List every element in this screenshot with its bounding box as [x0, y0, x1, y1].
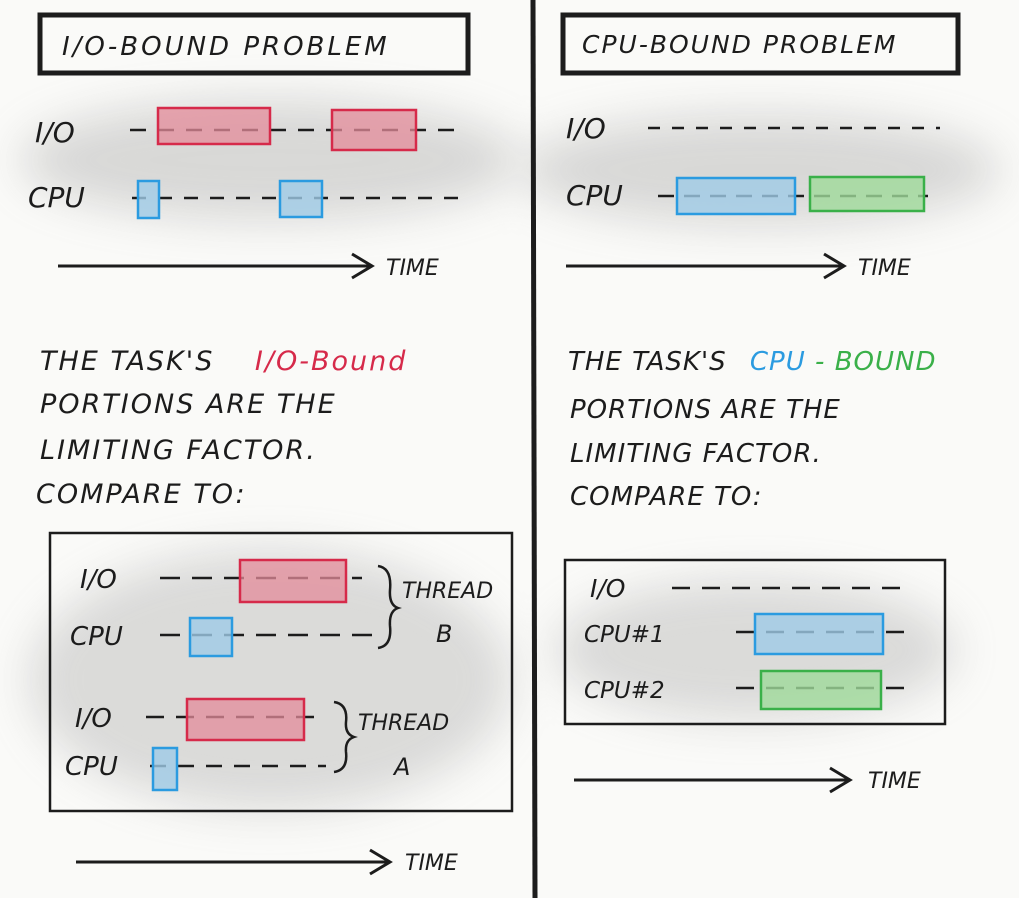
right-cpu-label: CPU	[566, 179, 623, 212]
left-text-line2: PORTIONS ARE THE	[40, 389, 337, 420]
right-box-cpu2-label: CPU#2	[584, 678, 665, 704]
right-cpu-block-blue	[675, 176, 797, 216]
left-bottom-time-label: TIME	[405, 851, 458, 876]
right-box-cpu1-label: CPU#1	[584, 622, 665, 648]
right-box-cpu1-block	[753, 612, 885, 656]
right-time-arrow	[566, 252, 847, 280]
thread-a-cpu-label: CPU	[65, 752, 118, 782]
left-time-label: TIME	[386, 256, 439, 281]
right-cpu-block-green	[808, 175, 926, 213]
right-text-line1-cpu: CPU	[750, 347, 806, 377]
thread-a-io-label: I/O	[75, 704, 112, 734]
left-text-line4: COMPARE TO:	[36, 479, 247, 510]
thread-a-name: A	[392, 753, 410, 781]
right-compare-box	[563, 558, 947, 726]
thread-a-diagram: I/O CPU THREAD A	[65, 697, 449, 792]
right-title: CPU-BOUND PROBLEM	[582, 30, 897, 59]
thread-b-cpu-label: CPU	[70, 622, 123, 652]
thread-b-diagram: I/O CPU THREAD B	[70, 558, 493, 658]
right-text-line1-dash: -	[815, 347, 825, 377]
left-title-box	[37, 12, 471, 76]
right-text-line1-bound: BOUND	[835, 347, 937, 377]
right-io-label: I/O	[566, 112, 606, 145]
thread-b-brace	[377, 564, 402, 650]
right-panel: CPU-BOUND PROBLEM I/O CPU TIME THE TASK'…	[560, 12, 961, 794]
thread-b-name: B	[436, 620, 452, 648]
left-cpu-block-1	[136, 179, 161, 220]
left-text-line1-prefix: THE TASK'S	[40, 346, 214, 377]
left-io-block-2	[330, 108, 418, 152]
right-box-io-label: I/O	[590, 574, 625, 603]
left-time-arrow	[58, 252, 375, 280]
thread-a-brace	[333, 700, 358, 774]
left-text-line1-highlight: I/O-Bound	[255, 346, 407, 377]
center-divider	[530, 0, 538, 898]
right-bottom-time-arrow	[574, 766, 853, 794]
thread-b-cpu-block	[188, 616, 234, 658]
left-io-block-1	[156, 106, 272, 146]
right-text-line4: COMPARE TO:	[570, 482, 763, 512]
thread-b-io-block	[238, 558, 348, 604]
left-cpu-label: CPU	[28, 181, 85, 214]
left-panel: I/O-BOUND PROBLEM I/O CPU TIME THE TASK'…	[28, 12, 514, 876]
left-text-line1: THE TASK'S I/O-Bound	[40, 346, 407, 377]
right-title-box	[560, 12, 961, 76]
thread-a-cpu-block	[151, 746, 179, 792]
right-box-cpu2-block	[759, 669, 883, 711]
left-cpu-block-2	[278, 179, 324, 219]
left-bottom-time-arrow	[76, 848, 393, 876]
right-text-line1-prefix: THE TASK'S	[568, 347, 727, 377]
right-text-line1: THE TASK'S CPU - BOUND	[568, 347, 937, 377]
thread-b-label: THREAD	[402, 579, 493, 604]
left-io-label: I/O	[35, 116, 75, 149]
left-text-line3: LIMITING FACTOR.	[40, 435, 317, 466]
right-bottom-time-label: TIME	[868, 769, 921, 794]
right-text-line2: PORTIONS ARE THE	[570, 395, 841, 425]
thread-a-io-block	[185, 697, 306, 742]
left-compare-box	[48, 531, 514, 813]
left-title: I/O-BOUND PROBLEM	[62, 32, 390, 62]
right-time-label: TIME	[858, 256, 911, 281]
thread-a-label: THREAD	[358, 711, 449, 736]
thread-b-io-label: I/O	[80, 565, 117, 595]
right-text-line3: LIMITING FACTOR.	[570, 439, 822, 469]
